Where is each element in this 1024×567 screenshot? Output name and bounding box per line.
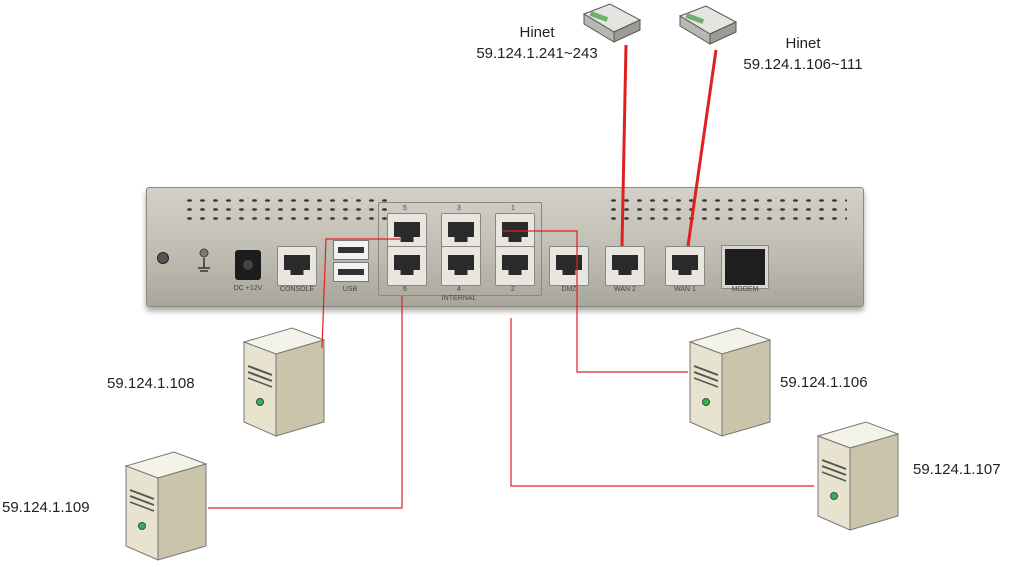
vent-right (607, 196, 847, 224)
internal-6-label: 6 (403, 286, 407, 293)
screw-icon (157, 252, 169, 264)
server-108-ip: 59.124.1.108 (107, 375, 195, 392)
internal-port-6 (387, 246, 427, 286)
server-tower-icon (816, 421, 900, 531)
dmz-port (549, 246, 589, 286)
firewall-appliance: DC +12V CONSOLE USB 5 3 1 6 4 2 INTERNAL… (146, 187, 864, 307)
isp-right-name: Hinet (785, 35, 821, 52)
isp-left-name: Hinet (519, 24, 555, 41)
server-106-ip: 59.124.1.106 (780, 374, 868, 391)
usb-port-bottom (333, 262, 369, 282)
isp-router-left (580, 2, 644, 51)
internal-5-label: 5 (403, 205, 407, 212)
internal-group-label: INTERNAL (441, 295, 477, 302)
server-tower-icon (242, 327, 326, 437)
isp-left-ip: 59.124.1.241~243 (476, 45, 598, 62)
wan1-port (665, 246, 705, 286)
console-label: CONSOLE (279, 286, 315, 293)
internal-2-label: 2 (511, 286, 515, 293)
internal-port-2 (495, 246, 535, 286)
internal-1-label: 1 (511, 205, 515, 212)
console-port (277, 246, 317, 286)
wan2-label: WAN 2 (614, 286, 636, 293)
wan2-port (605, 246, 645, 286)
isp-router-right (676, 4, 740, 53)
server-109 (120, 450, 210, 567)
isp-right-ip: 59.124.1.106~111 (743, 56, 863, 73)
router-icon (678, 5, 738, 45)
server-106 (684, 326, 774, 443)
modem-label: MODEM (731, 286, 759, 293)
modem-port (721, 245, 769, 289)
wan1-label: WAN 1 (674, 286, 696, 293)
usb-label: USB (342, 286, 358, 293)
server-107-ip: 59.124.1.107 (913, 461, 1001, 478)
dc-label: DC +12V (233, 285, 263, 292)
dmz-label: DMZ (561, 286, 577, 293)
server-107 (812, 420, 902, 537)
internal-4-label: 4 (457, 286, 461, 293)
internal-3-label: 3 (457, 205, 461, 212)
server-109-ip: 59.124.1.109 (2, 499, 90, 516)
server-108 (238, 326, 328, 443)
dc-power-jack (235, 250, 261, 280)
internal-port-4 (441, 246, 481, 286)
server-tower-icon (688, 327, 772, 437)
router-icon (582, 3, 642, 43)
usb-port-top (333, 240, 369, 260)
vent-left (183, 196, 388, 224)
ground-icon (198, 248, 210, 272)
server-tower-icon (124, 451, 208, 561)
